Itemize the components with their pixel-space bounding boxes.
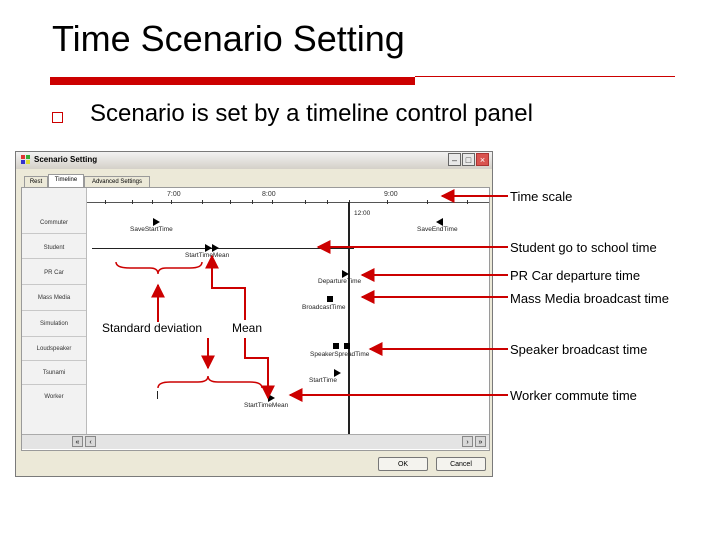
tick [387, 200, 388, 204]
scroll-last-icon[interactable]: » [475, 436, 486, 447]
window-titlebar[interactable]: Scenario Setting – □ × [16, 152, 492, 169]
callout-speaker: Speaker broadcast time [510, 342, 648, 357]
current-time-line[interactable] [348, 202, 350, 434]
app-icon [21, 155, 30, 164]
pr-car-marker[interactable] [342, 270, 349, 278]
callout-student: Student go to school time [510, 240, 657, 255]
row-sep [22, 384, 86, 385]
title-underline-thick [50, 77, 415, 85]
row-label-student: Student [43, 245, 65, 251]
tsunami-label: StartTime [309, 377, 337, 384]
scroll-right-icon[interactable]: › [462, 436, 473, 447]
mean-arrow [205, 254, 246, 320]
row-label-tsunami: Tsunami [42, 370, 66, 376]
annotation-mean: Mean [232, 321, 263, 335]
tick [202, 200, 203, 204]
save-end-marker[interactable] [436, 218, 443, 226]
tick [252, 200, 253, 204]
tab-rest[interactable]: Rest [24, 176, 48, 188]
callout-time-scale: Time scale [510, 189, 573, 204]
tab-advanced-settings[interactable]: Advanced Settings [84, 176, 150, 188]
title-underline-thin [415, 76, 675, 77]
row-sep [22, 310, 86, 311]
mean-arrow-down [244, 338, 275, 400]
mass-media-label: BroadcastTime [302, 304, 346, 311]
tick [467, 200, 468, 204]
tick [305, 200, 306, 204]
bullet-square-icon [52, 112, 63, 123]
scroll-left-icon[interactable]: ‹ [85, 436, 96, 447]
row-label-loudspeaker: Loudspeaker [36, 346, 72, 352]
callout-pr-car: PR Car departure time [510, 268, 641, 283]
row-sep [22, 284, 86, 285]
student-start-marker[interactable] [205, 244, 212, 252]
minimize-button[interactable]: – [448, 153, 461, 166]
scale-label-8: 8:00 [262, 191, 276, 198]
pr-car-label: DepartureTime [318, 278, 362, 285]
scroll-first-icon[interactable]: « [72, 436, 83, 447]
tick [427, 200, 428, 204]
ok-button[interactable]: OK [378, 457, 428, 471]
maximize-button[interactable]: □ [462, 153, 475, 166]
worker-start-marker [157, 391, 158, 399]
tick [349, 200, 350, 204]
scale-label-7: 7:00 [167, 191, 181, 198]
mass-media-marker[interactable] [327, 296, 333, 302]
row-label-mass-media: Mass Media [37, 295, 71, 301]
horizontal-scrollbar[interactable]: « ‹ › » [22, 434, 489, 449]
row-label-worker: Worker [44, 394, 64, 400]
tick [105, 200, 106, 204]
worker-mean-label: StartTimeMean [244, 402, 289, 409]
tick [171, 200, 172, 204]
student-range-line [92, 248, 354, 249]
window-title: Scenario Setting [34, 155, 98, 164]
speaker-marker-2[interactable] [344, 343, 350, 349]
bullet-text: Scenario is set by a timeline control pa… [90, 100, 533, 127]
save-start-label: SaveStartTime [130, 226, 173, 233]
tick [132, 200, 133, 204]
timeline-panel: Commuter Student PR Car Mass Media Simul… [21, 187, 490, 451]
std-dev-brace-top [115, 261, 203, 275]
std-dev-brace-bottom [157, 375, 263, 389]
scale-label-9: 9:00 [384, 191, 398, 198]
current-time-label: 12:00 [354, 210, 371, 217]
tick [272, 200, 273, 204]
row-label-pr-car: PR Car [44, 270, 64, 276]
close-button[interactable]: × [476, 153, 489, 166]
tick [230, 200, 231, 204]
student-mean-marker[interactable] [212, 244, 219, 252]
row-label-simulation: Simulation [39, 321, 68, 327]
speaker-label: SpeakerSpreadTime [310, 351, 370, 358]
cancel-button[interactable]: Cancel [436, 457, 486, 471]
row-label-column: Commuter Student PR Car Mass Media Simul… [22, 188, 87, 434]
tick [327, 200, 328, 204]
row-sep [22, 360, 86, 361]
row-sep [22, 258, 86, 259]
save-end-label: SaveEndTime [417, 226, 458, 233]
tick [152, 200, 153, 204]
callout-worker: Worker commute time [510, 388, 637, 403]
callout-mass-media: Mass Media broadcast time [510, 291, 669, 306]
slide-title: Time Scenario Setting [52, 18, 405, 59]
annotation-std-dev: Standard deviation [102, 321, 203, 335]
row-sep [22, 233, 86, 234]
time-scale: 7:00 8:00 9:00 [87, 188, 489, 204]
row-sep [22, 336, 86, 337]
speaker-marker-1[interactable] [333, 343, 339, 349]
tab-timeline[interactable]: Timeline [48, 174, 84, 188]
row-label-commuter: Commuter [39, 220, 68, 226]
scenario-setting-window: Scenario Setting – □ × Rest Timeline Adv… [15, 151, 493, 477]
tsunami-marker[interactable] [334, 369, 341, 377]
save-start-marker[interactable] [153, 218, 160, 226]
